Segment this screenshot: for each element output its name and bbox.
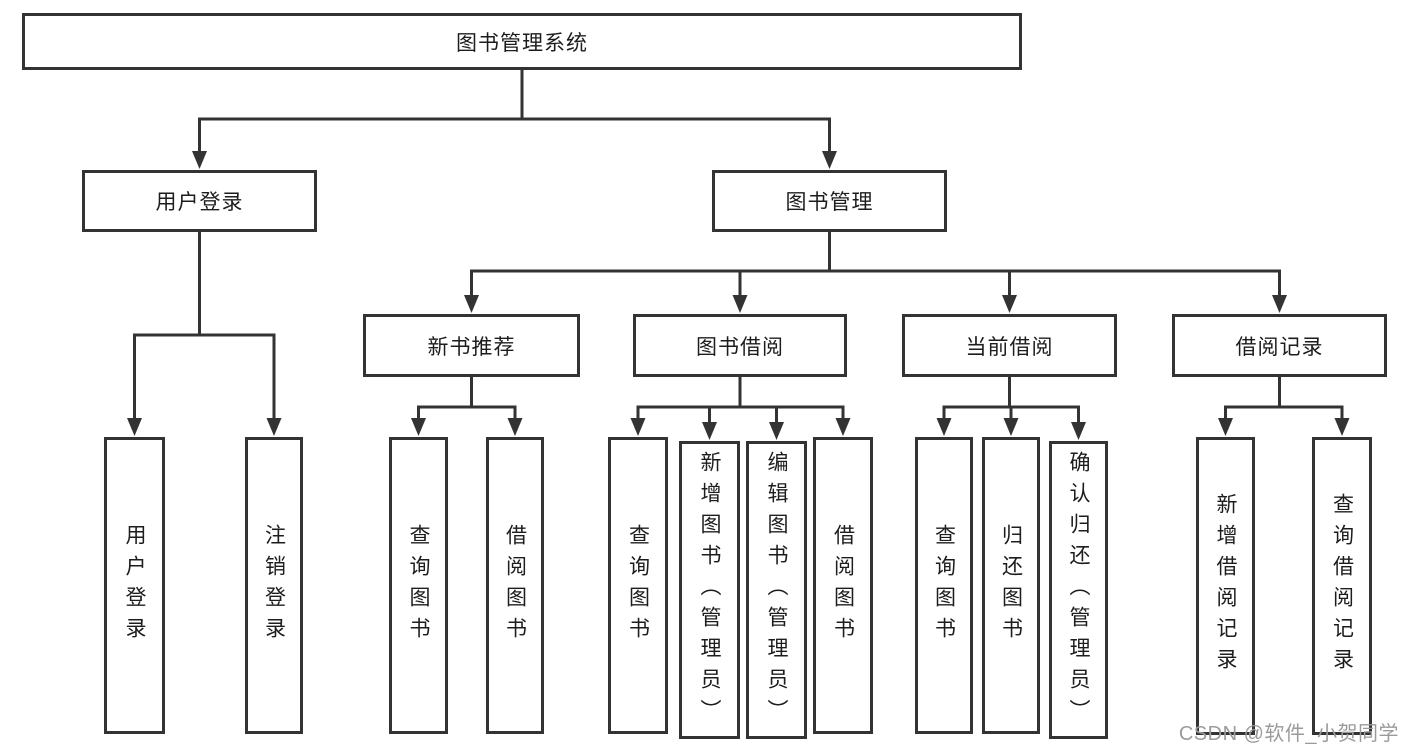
arrowhead-icon <box>1218 418 1233 436</box>
tree-node-leaf-borrow-books-borrow: 借阅图书 <box>813 437 873 734</box>
arrowhead-icon <box>702 422 717 440</box>
tree-node-label: 查询图书 <box>626 523 650 648</box>
tree-node-leaf-edit-books-admin: 编辑图书（管理员） <box>746 441 807 739</box>
tree-node-label: 编辑图书（管理员） <box>765 450 788 730</box>
tree-node-leaf-query-borrow-record: 查询借阅记录 <box>1312 437 1372 735</box>
arrowhead-icon <box>769 422 784 440</box>
tree-node-leaf-logout: 注销登录 <box>245 437 303 734</box>
arrowhead-icon <box>835 418 851 436</box>
arrowhead-icon <box>1003 418 1019 436</box>
arrowhead-icon <box>127 418 142 436</box>
arrowhead-icon <box>1002 295 1017 313</box>
arrowhead-icon <box>507 418 523 436</box>
arrowhead-icon <box>1071 422 1086 440</box>
tree-node-label: 确认归还（管理员） <box>1067 450 1090 730</box>
tree-node-label: 图书管理系统 <box>456 31 588 55</box>
tree-node-label: 借阅图书 <box>831 523 855 648</box>
arrowhead-icon <box>411 418 426 436</box>
tree-node-label: 当前借阅 <box>965 335 1054 359</box>
arrowhead-icon <box>1272 295 1287 313</box>
tree-node-label: 图书管理 <box>785 191 874 214</box>
arrowhead-icon <box>464 295 479 313</box>
tree-node-root-library-system: 图书管理系统 <box>22 13 1022 70</box>
arrowhead-icon <box>192 151 207 169</box>
arrowhead-icon <box>630 418 646 436</box>
tree-node-leaf-query-books-cur: 查询图书 <box>915 437 973 734</box>
tree-node-label: 新增借阅记录 <box>1214 493 1237 679</box>
arrowhead-icon <box>822 151 837 169</box>
tree-node-label: 新书推荐 <box>427 335 516 359</box>
tree-node-new-book-recommend: 新书推荐 <box>363 314 580 377</box>
tree-node-book-borrowing: 图书借阅 <box>633 314 847 377</box>
arrowhead-icon <box>936 418 952 436</box>
tree-node-label: 归还图书 <box>999 523 1023 648</box>
tree-node-label: 查询图书 <box>407 523 430 648</box>
tree-node-label: 图书借阅 <box>696 335 784 359</box>
tree-node-leaf-confirm-return-admin: 确认归还（管理员） <box>1049 441 1108 739</box>
tree-node-user-login: 用户登录 <box>82 170 317 232</box>
tree-node-label: 借阅图书 <box>503 523 527 648</box>
tree-node-borrowing-records: 借阅记录 <box>1172 314 1387 377</box>
arrowhead-icon <box>1334 418 1350 436</box>
tree-node-leaf-add-borrow-record: 新增借阅记录 <box>1196 437 1255 735</box>
tree-node-leaf-query-books-borrow: 查询图书 <box>608 437 668 734</box>
tree-node-book-management: 图书管理 <box>712 170 947 232</box>
tree-node-leaf-add-books-admin: 新增图书（管理员） <box>679 441 740 739</box>
tree-node-label: 借阅记录 <box>1235 335 1324 359</box>
tree-node-label: 用户登录 <box>155 191 244 214</box>
tree-node-current-borrowing: 当前借阅 <box>902 314 1117 377</box>
arrowhead-icon <box>266 418 282 436</box>
tree-node-leaf-borrow-books-rec: 借阅图书 <box>486 437 544 734</box>
tree-node-leaf-return-books: 归还图书 <box>982 437 1040 734</box>
tree-node-label: 查询借阅记录 <box>1330 493 1354 679</box>
arrowhead-icon <box>732 295 748 313</box>
watermark: CSDN @软件_小贺同学 <box>1178 723 1399 745</box>
tree-node-leaf-query-books-rec: 查询图书 <box>389 437 448 734</box>
tree-node-label: 查询图书 <box>932 523 956 648</box>
tree-node-leaf-user-login: 用户登录 <box>104 437 165 734</box>
tree-node-label: 注销登录 <box>262 523 286 648</box>
tree-node-label: 新增图书（管理员） <box>698 450 721 730</box>
tree-node-label: 用户登录 <box>123 523 146 648</box>
